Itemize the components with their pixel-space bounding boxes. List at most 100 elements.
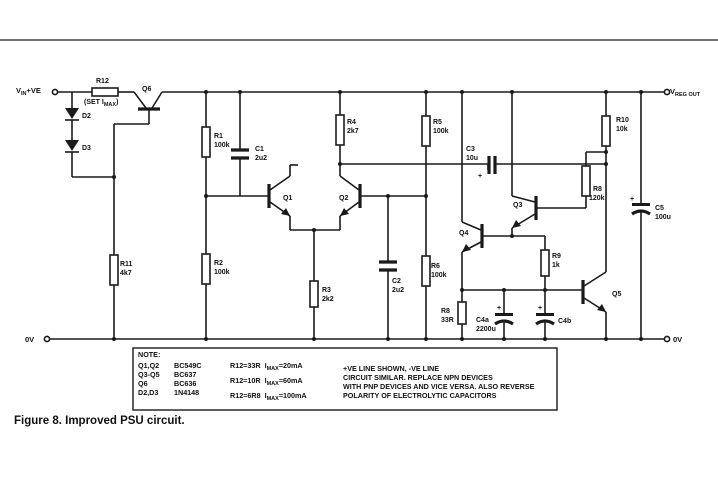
q5-label: Q5 xyxy=(612,291,621,298)
note-part-ref: Q6 xyxy=(138,379,148,388)
r5-resistor xyxy=(421,115,431,147)
r11-resistor xyxy=(109,254,119,286)
r12-value: (SET IMAX) xyxy=(84,99,118,108)
r3-name: R3 xyxy=(322,287,331,294)
q2-transistor xyxy=(339,175,362,230)
r2-value: 100k xyxy=(214,269,230,276)
r12-resistor xyxy=(91,87,119,97)
zero-volt-left-terminal xyxy=(43,335,51,343)
c4b-capacitor xyxy=(536,313,554,316)
r3-resistor xyxy=(309,280,319,308)
svg-text:+: + xyxy=(630,196,634,203)
q1-label: Q1 xyxy=(283,195,292,202)
q4-transistor xyxy=(461,221,484,253)
note-text-line: WITH PNP DEVICES AND VICE VERSA. ALSO RE… xyxy=(343,382,535,391)
r9-name: R9 xyxy=(552,253,561,260)
note-text-line: CIRCUIT SIMILAR. REPLACE NPN DEVICES xyxy=(343,373,493,382)
q3-transistor xyxy=(511,195,538,229)
r1-value: 100k xyxy=(214,142,230,149)
r4-name: R4 xyxy=(347,119,356,126)
r1-resistor xyxy=(201,126,211,158)
r9-value: 1k xyxy=(552,262,560,269)
bottom-rail xyxy=(43,335,671,343)
svg-text:+: + xyxy=(478,173,482,180)
c5-value: 100u xyxy=(655,214,671,221)
q6-label: Q6 xyxy=(142,86,151,93)
note-text-line: POLARITY OF ELECTROLYTIC CAPACITORS xyxy=(343,391,497,400)
q6-transistor xyxy=(113,91,163,177)
r3-value: 2k2 xyxy=(322,296,334,303)
d3-diode xyxy=(65,140,79,151)
c1-name: C1 xyxy=(255,146,264,153)
c4a-value: 2200u xyxy=(476,326,496,333)
r5-value: 100k xyxy=(433,128,449,135)
r4-resistor xyxy=(335,114,345,146)
notes-box: NOTE: Q1,Q2 BC549C Q3-Q5 BC637 Q6 BC636 … xyxy=(132,347,558,411)
c2-name: C2 xyxy=(392,278,401,285)
c2-value: 2u2 xyxy=(392,287,404,294)
zero-volt-right-label: 0V xyxy=(673,335,682,344)
r6-resistor xyxy=(421,255,431,287)
top-rail xyxy=(51,88,671,96)
figure-caption: Figure 8. Improved PSU circuit. xyxy=(14,415,185,427)
q2-label: Q2 xyxy=(339,195,348,202)
c3-value: 10u xyxy=(466,155,478,162)
notes-title: NOTE: xyxy=(138,350,160,359)
r6-value: 100k xyxy=(431,272,447,279)
d2-diode xyxy=(65,108,79,119)
note-part-type: 1N4148 xyxy=(174,388,199,397)
r11-value: 4k7 xyxy=(120,270,132,277)
r2-name: R2 xyxy=(214,260,223,267)
diode-chain xyxy=(65,92,114,178)
r2-resistor xyxy=(201,253,211,285)
q4-label: Q4 xyxy=(459,230,468,237)
c1-value: 2u2 xyxy=(255,155,267,162)
q1-transistor xyxy=(267,164,298,217)
c5-name: C5 xyxy=(655,205,664,212)
note-part-type: BC549C xyxy=(174,361,202,370)
r10-name: R10 xyxy=(616,117,629,124)
c5-capacitor xyxy=(632,203,650,206)
r1-name: R1 xyxy=(214,133,223,140)
d3-label: D3 xyxy=(82,145,91,152)
note-part-type: BC637 xyxy=(174,370,196,379)
r8-120k-resistor xyxy=(581,165,591,197)
c4a-name: C4a xyxy=(476,317,489,324)
c4a-capacitor xyxy=(495,313,513,316)
r12-name: R12 xyxy=(96,78,109,85)
r11-name: R11 xyxy=(120,261,133,268)
q5-transistor xyxy=(581,271,607,313)
svg-text:+: + xyxy=(497,305,501,312)
r6-name: R6 xyxy=(431,263,440,270)
c4b-name: C4b xyxy=(558,318,571,325)
vin-terminal xyxy=(51,88,59,96)
r9-resistor xyxy=(540,249,550,277)
note-text-line: +VE LINE SHOWN, -VE LINE xyxy=(343,364,439,373)
vin-label: VIN+VE xyxy=(16,86,41,97)
d2-label: D2 xyxy=(82,113,91,120)
r5-name: R5 xyxy=(433,119,442,126)
vreg-out-terminal xyxy=(663,88,671,96)
c3-name: C3 xyxy=(466,146,475,153)
note-part-ref: Q3-Q5 xyxy=(138,370,160,379)
r8-33r-name: R8 xyxy=(441,308,450,315)
r8-120k-name: R8 xyxy=(593,186,602,193)
r10-value: 10k xyxy=(616,126,628,133)
q3-label: Q3 xyxy=(513,202,522,209)
r8-33r-value: 33R xyxy=(441,317,454,324)
r8-33r-resistor xyxy=(457,301,467,325)
note-part-type: BC636 xyxy=(174,379,196,388)
vreg-out-label: VREG OUT xyxy=(670,87,701,98)
note-part-ref: Q1,Q2 xyxy=(138,361,159,370)
svg-text:+: + xyxy=(538,305,542,312)
r10-resistor xyxy=(601,115,611,147)
r4-value: 2k7 xyxy=(347,128,359,135)
note-part-ref: D2,D3 xyxy=(138,388,158,397)
zero-volt-left-label: 0V xyxy=(25,335,34,344)
zero-volt-right-terminal xyxy=(663,335,671,343)
r8-120k-value: 120k xyxy=(589,195,605,202)
